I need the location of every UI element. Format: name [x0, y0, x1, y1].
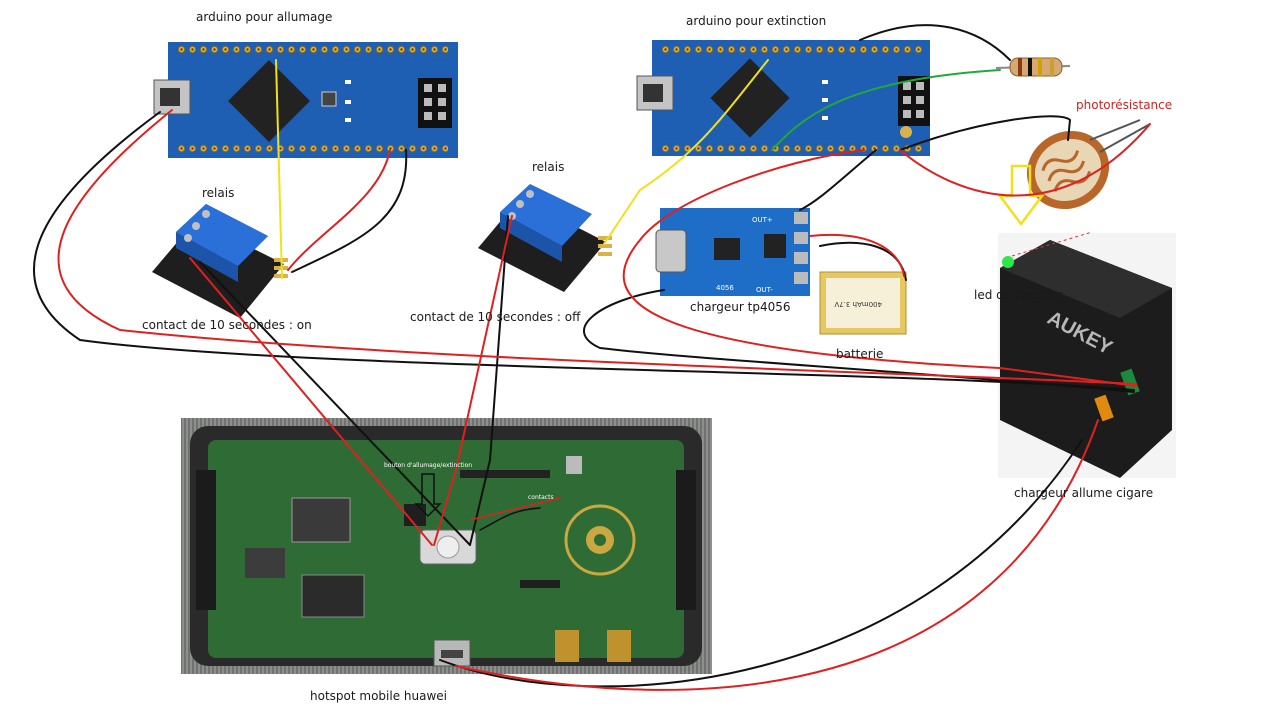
label-led: led de fonction [974, 288, 1064, 302]
label-car-charger: chargeur allume cigare [1014, 486, 1154, 500]
label-battery: batterie [836, 347, 884, 361]
tp-model-label: 4056 [716, 284, 734, 292]
resistor [995, 57, 1071, 77]
wires [33, 24, 1151, 691]
label-charger-tp: chargeur tp4056 [690, 300, 791, 314]
label-photoresistor: photorésistance [1076, 98, 1173, 112]
label-hotspot: hotspot mobile huawei [310, 689, 447, 703]
label-arduino-off: arduino pour extinction [686, 14, 827, 28]
battery-print: 400mAh 3.7V [834, 300, 882, 308]
status-led-icon [1002, 256, 1014, 268]
label-contact-on: contact de 10 secondes : on [142, 318, 312, 332]
car-charger: AUKEY [998, 231, 1176, 478]
photoresistor [997, 119, 1151, 227]
label-relay-right: relais [532, 160, 565, 174]
battery: 400mAh 3.7V [819, 271, 907, 335]
arduino-on-board [153, 42, 458, 158]
relay-left [152, 204, 288, 318]
label-relay-left: relais [202, 186, 235, 200]
label-contact-off: contact de 10 secondes : off [410, 310, 581, 324]
hotspot-board [181, 418, 712, 674]
label-arduino-on: arduino pour allumage [196, 10, 333, 24]
tp4056-board: OUT+ OUT- 4056 [655, 208, 810, 296]
arduino-off-board [636, 40, 930, 156]
label-power-button: bouton d'allumage/extinction [384, 462, 473, 469]
label-contacts: contacts [528, 494, 554, 501]
tp-out-plus-label: OUT+ [752, 216, 773, 224]
tp-out-minus-label: OUT- [756, 286, 773, 294]
